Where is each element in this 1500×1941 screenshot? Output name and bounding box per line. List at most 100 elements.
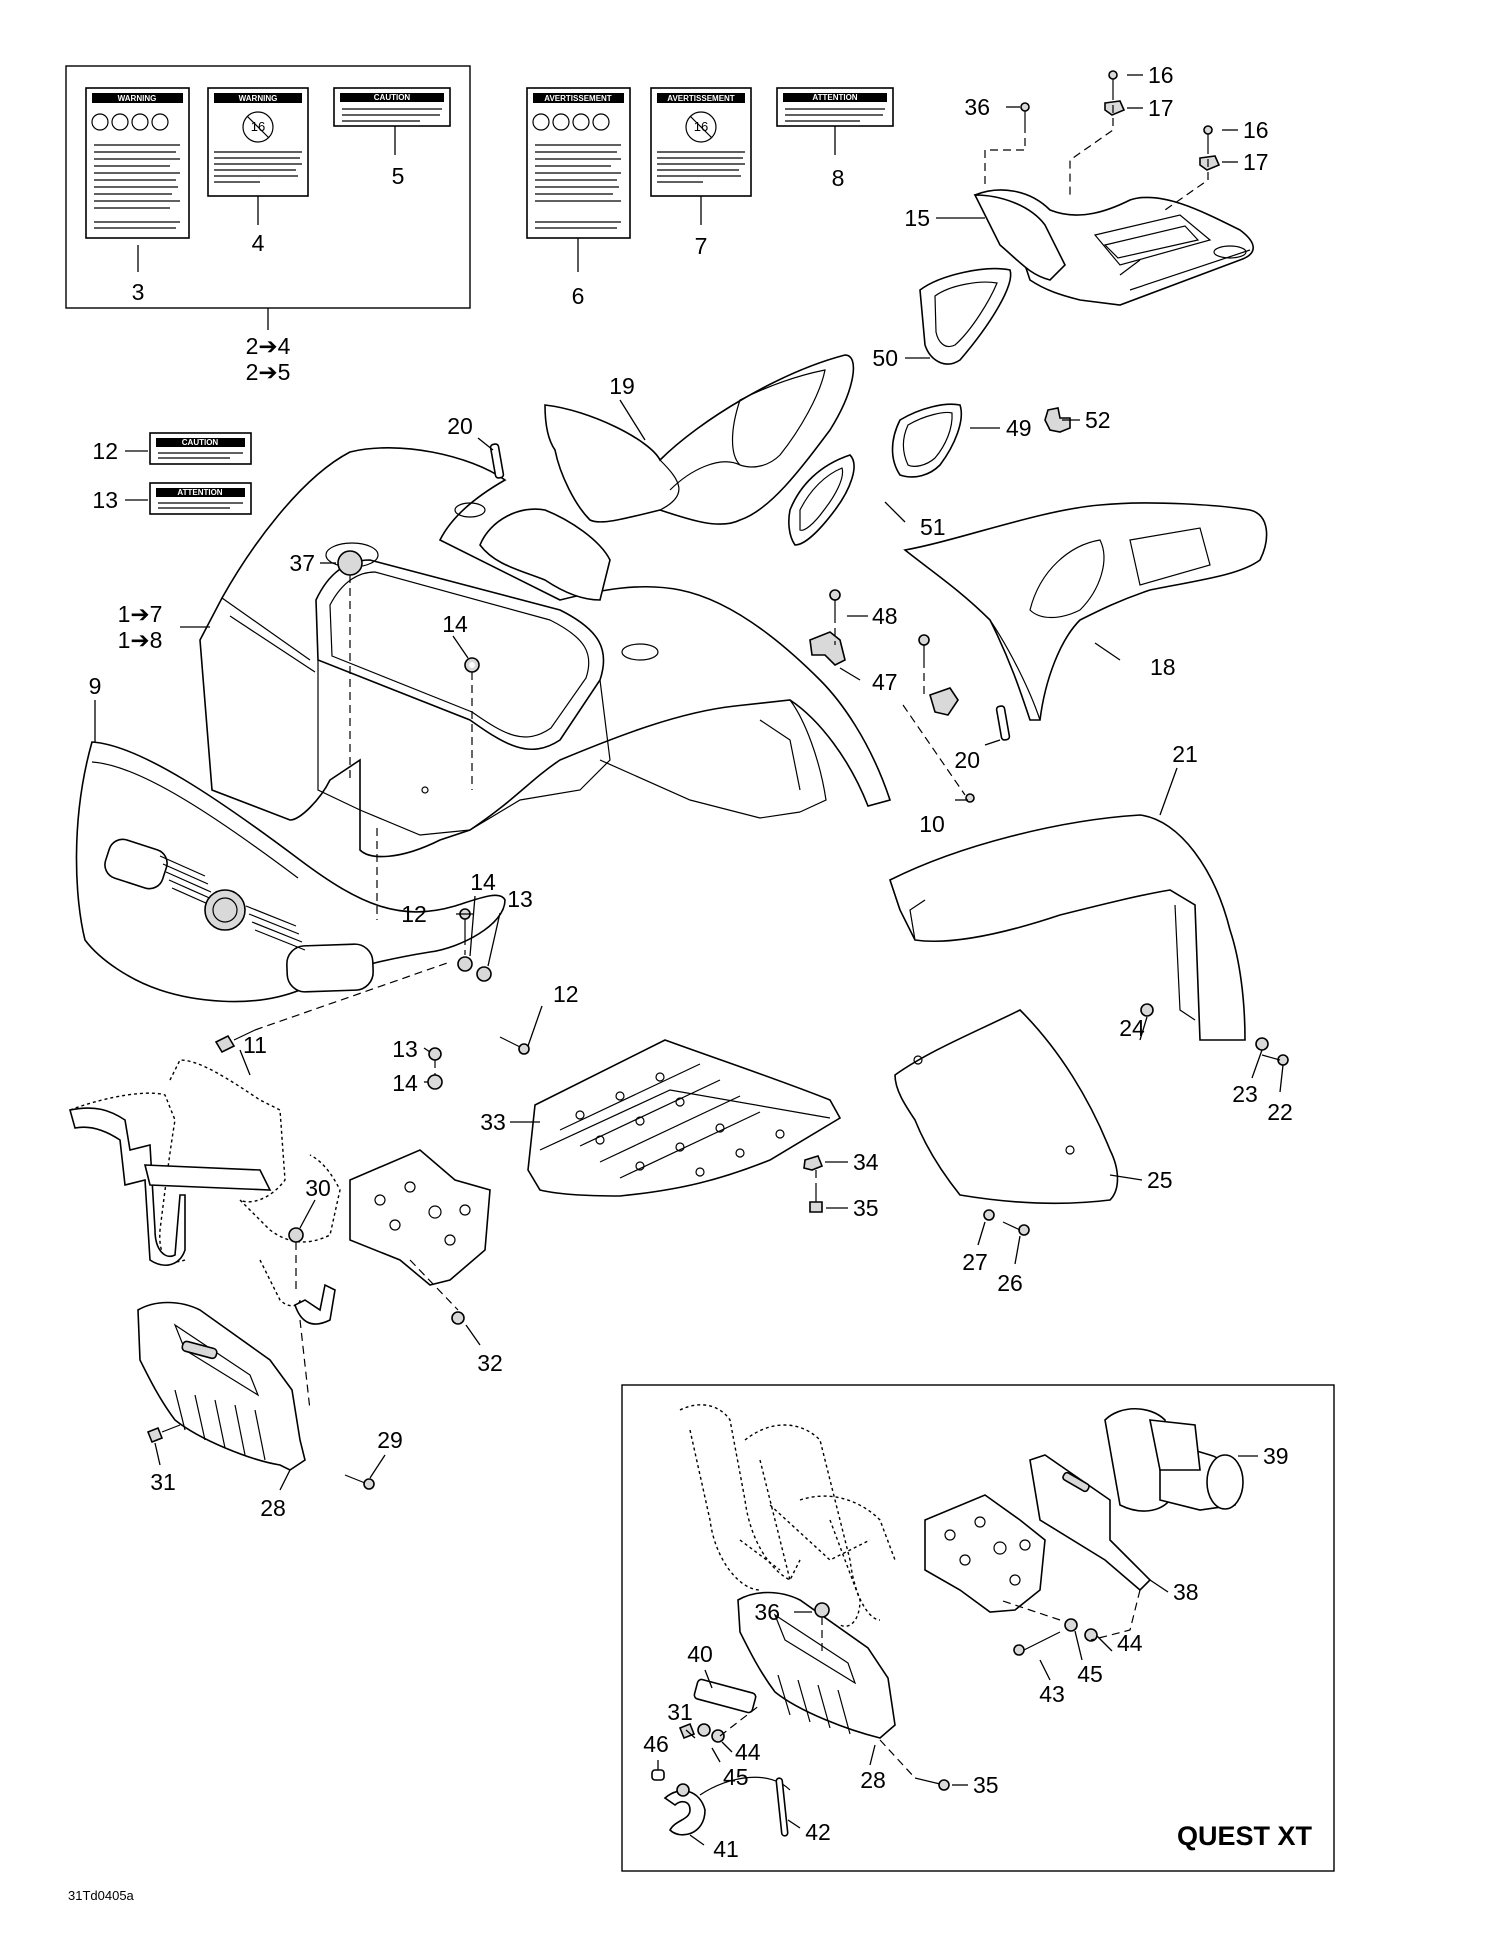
callout-16-top: 16 [1148, 62, 1174, 88]
callout-43: 43 [1039, 1681, 1065, 1707]
decal-caution-5: CAUTION [333, 87, 451, 127]
callout-20-bottom: 20 [954, 747, 980, 773]
callout-48: 48 [872, 603, 898, 629]
svg-text:ATTENTION: ATTENTION [177, 488, 222, 497]
callout-30: 30 [305, 1175, 331, 1201]
callout-12-mid: 12 [401, 901, 427, 927]
callout-29: 29 [377, 1427, 403, 1453]
callout-10: 10 [919, 811, 945, 837]
callout-7: 7 [695, 233, 708, 259]
callout-labels: 3 4 5 6 7 8 2➔4 2➔5 36 16 17 16 17 15 50… [89, 62, 1293, 1862]
callout-14-body: 14 [442, 611, 468, 637]
decal-warning-4: WARNING 16 [207, 87, 309, 197]
callout-27: 27 [962, 1249, 988, 1275]
callout-21: 21 [1172, 741, 1198, 767]
svg-text:16: 16 [694, 119, 708, 134]
callout-39: 39 [1263, 1443, 1289, 1469]
callout-28: 28 [260, 1495, 286, 1521]
callout-25: 25 [1147, 1167, 1173, 1193]
callout-41: 41 [713, 1836, 739, 1862]
callout-31-inset: 31 [667, 1699, 693, 1725]
callout-36-inset: 36 [754, 1599, 780, 1625]
leader-lines [94, 74, 1284, 1491]
vent-insert-49 [891, 403, 963, 478]
callout-14-mid: 14 [470, 869, 496, 895]
callout-22: 22 [1267, 1099, 1293, 1125]
callout-17-top: 17 [1148, 95, 1174, 121]
callout-44-left: 44 [735, 1739, 761, 1765]
callout-50: 50 [872, 345, 898, 371]
skid-plate-33 [527, 1039, 842, 1197]
clip-52 [1044, 407, 1071, 433]
callout-28-inset: 28 [860, 1767, 886, 1793]
callout-1-8: 1➔8 [118, 627, 163, 653]
svg-text:CAUTION: CAUTION [182, 438, 219, 447]
callout-3: 3 [132, 279, 145, 305]
callout-18: 18 [1150, 654, 1176, 680]
grille-insert-50 [919, 267, 1012, 365]
svg-text:WARNING: WARNING [239, 94, 278, 103]
decal-caution-12: CAUTION [149, 432, 252, 465]
callout-8: 8 [832, 165, 845, 191]
bracket-47 [809, 631, 959, 716]
callout-16-right: 16 [1243, 117, 1269, 143]
decal-attention-8: ATTENTION [776, 87, 894, 127]
callout-49: 49 [1006, 415, 1032, 441]
svg-text:16: 16 [251, 119, 265, 134]
svg-text:AVERTISSEMENT: AVERTISSEMENT [667, 94, 735, 103]
callout-14-low: 14 [392, 1070, 418, 1096]
callout-35-inset: 35 [973, 1772, 999, 1798]
svg-text:AVERTISSEMENT: AVERTISSEMENT [544, 94, 612, 103]
callout-4: 4 [252, 230, 265, 256]
inset-leader-lines [657, 1455, 1258, 1846]
rear-fender-panel-15 [973, 189, 1254, 306]
inset-title: QUEST XT [1177, 1821, 1313, 1851]
callout-44-right: 44 [1117, 1630, 1143, 1656]
callout-46: 46 [643, 1731, 669, 1757]
assembly-lines [254, 92, 1209, 1411]
callout-2-4: 2➔4 [246, 333, 291, 359]
callout-33: 33 [480, 1109, 506, 1135]
callout-24: 24 [1119, 1015, 1145, 1041]
vent-insert-51 [788, 454, 855, 546]
callout-38: 38 [1173, 1579, 1199, 1605]
rear-fender-21 [889, 814, 1246, 1041]
decal-attention-13: ATTENTION [149, 482, 252, 515]
callout-13-decal: 13 [92, 487, 118, 513]
callout-9: 9 [89, 673, 102, 699]
callout-6: 6 [572, 283, 585, 309]
callout-26: 26 [997, 1270, 1023, 1296]
decal-avertissement-6: AVERTISSEMENT [526, 87, 631, 239]
callout-17-right: 17 [1243, 149, 1269, 175]
svg-text:CAUTION: CAUTION [374, 93, 411, 102]
decal-warning-3: WARNING [85, 87, 190, 239]
callout-45-right: 45 [1077, 1661, 1103, 1687]
callout-13-low: 13 [392, 1036, 418, 1062]
callout-23: 23 [1232, 1081, 1258, 1107]
callout-11: 11 [243, 1032, 267, 1058]
callout-34: 34 [853, 1149, 879, 1175]
svg-text:WARNING: WARNING [118, 94, 157, 103]
front-grille-panel [75, 741, 506, 1003]
callout-47: 47 [872, 669, 898, 695]
callout-2-5: 2➔5 [246, 359, 291, 385]
front-fender-body [199, 446, 892, 858]
svg-text:ATTENTION: ATTENTION [812, 93, 857, 102]
callout-37: 37 [289, 550, 315, 576]
winch-mount-plate [349, 1149, 491, 1286]
callout-52: 52 [1085, 407, 1111, 433]
right-side-panel-18 [903, 502, 1268, 721]
callout-12-right: 12 [553, 981, 579, 1007]
front-bumper-frame-30 [68, 1059, 341, 1325]
callout-19: 19 [609, 373, 635, 399]
callout-35: 35 [853, 1195, 879, 1221]
decal-avertissement-7: AVERTISSEMENT 16 [650, 87, 752, 197]
drawing-code: 31Td0405a [68, 1888, 135, 1903]
inner-fender-25 [894, 1009, 1119, 1205]
callout-20-top: 20 [447, 413, 473, 439]
winch-kit-drawing [651, 1404, 1244, 1837]
quest-xt-inset-frame [621, 1384, 1335, 1872]
callout-40: 40 [687, 1641, 713, 1667]
callout-42: 42 [805, 1819, 831, 1845]
